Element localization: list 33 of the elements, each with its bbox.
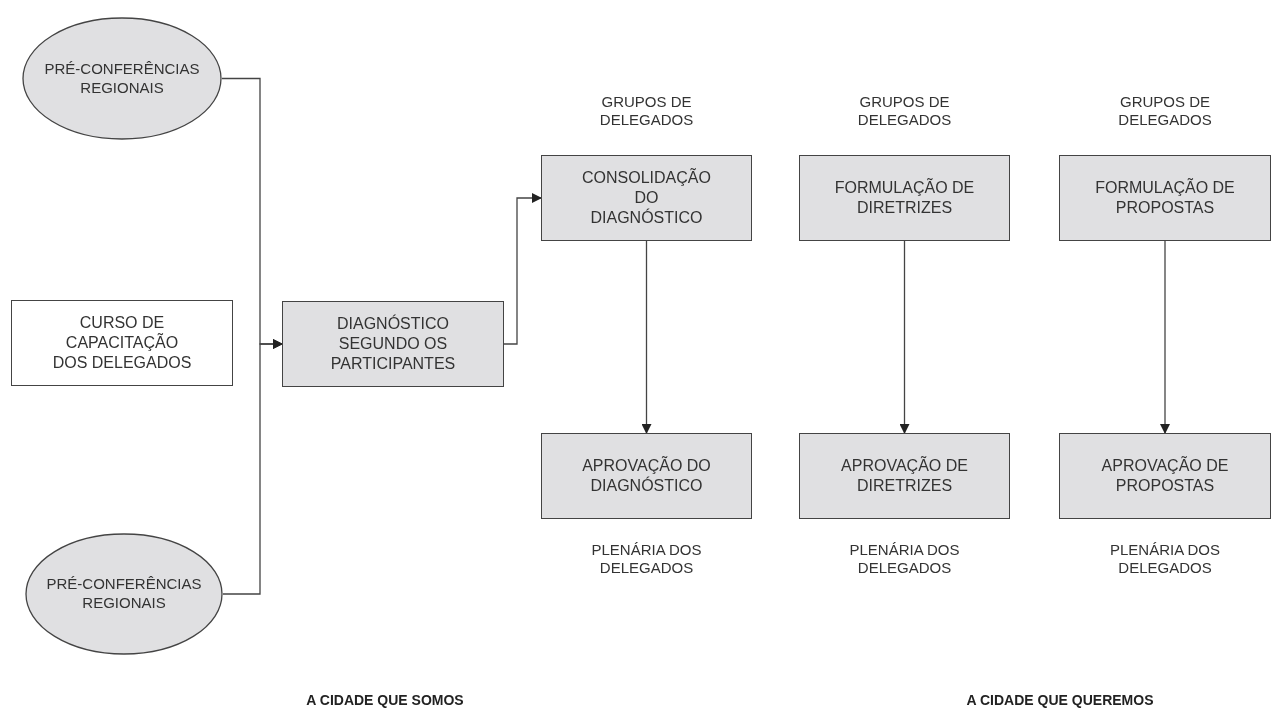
node-label: APROVAÇÃO DO DIAGNÓSTICO — [581, 456, 712, 496]
node-label: FORMULAÇÃO DE DIRETRIZES — [834, 178, 975, 218]
node-label: PRÉ-CONFERÊNCIAS REGIONAIS — [43, 59, 201, 98]
node-label: APROVAÇÃO DE PROPOSTAS — [1100, 456, 1230, 496]
process-box — [1059, 433, 1271, 519]
node-label: CONSOLIDAÇÃO DO DIAGNÓSTICO — [581, 168, 712, 228]
process-box — [282, 301, 504, 387]
process-box — [11, 300, 233, 386]
node-label: FORMULAÇÃO DE PROPOSTAS — [1095, 178, 1235, 218]
arrow — [899, 240, 910, 434]
node-label: PLENÁRIA DOS DELEGADOS — [848, 541, 961, 577]
process-box — [541, 155, 752, 241]
arrow — [222, 339, 283, 595]
arrow — [503, 193, 542, 345]
node-label: APROVAÇÃO DE DIRETRIZES — [840, 456, 969, 496]
section-title: A CIDADE QUE QUEREMOS — [966, 691, 1154, 710]
node-label: GRUPOS DE DELEGADOS — [598, 93, 695, 129]
arrow — [1160, 240, 1170, 434]
node-label: GRUPOS DE DELEGADOS — [856, 93, 953, 129]
process-box — [1059, 155, 1271, 241]
section-title: A CIDADE QUE SOMOS — [306, 691, 464, 710]
process-box — [541, 433, 752, 519]
ellipse-node — [22, 17, 222, 140]
process-box — [799, 155, 1010, 241]
node-label: PLENÁRIA DOS DELEGADOS — [590, 541, 703, 577]
process-box — [799, 433, 1010, 519]
node-label: PRÉ-CONFERÊNCIAS REGIONAIS — [45, 575, 203, 613]
arrow — [641, 240, 652, 434]
ellipse-node — [25, 533, 223, 655]
node-label: DIAGNÓSTICO SEGUNDO OS PARTICIPANTES — [329, 314, 457, 374]
node-label: CURSO DE CAPACITAÇÃO DOS DELEGADOS — [52, 313, 192, 373]
node-label: PLENÁRIA DOS DELEGADOS — [1108, 541, 1221, 577]
node-label: GRUPOS DE DELEGADOS — [1117, 93, 1213, 129]
